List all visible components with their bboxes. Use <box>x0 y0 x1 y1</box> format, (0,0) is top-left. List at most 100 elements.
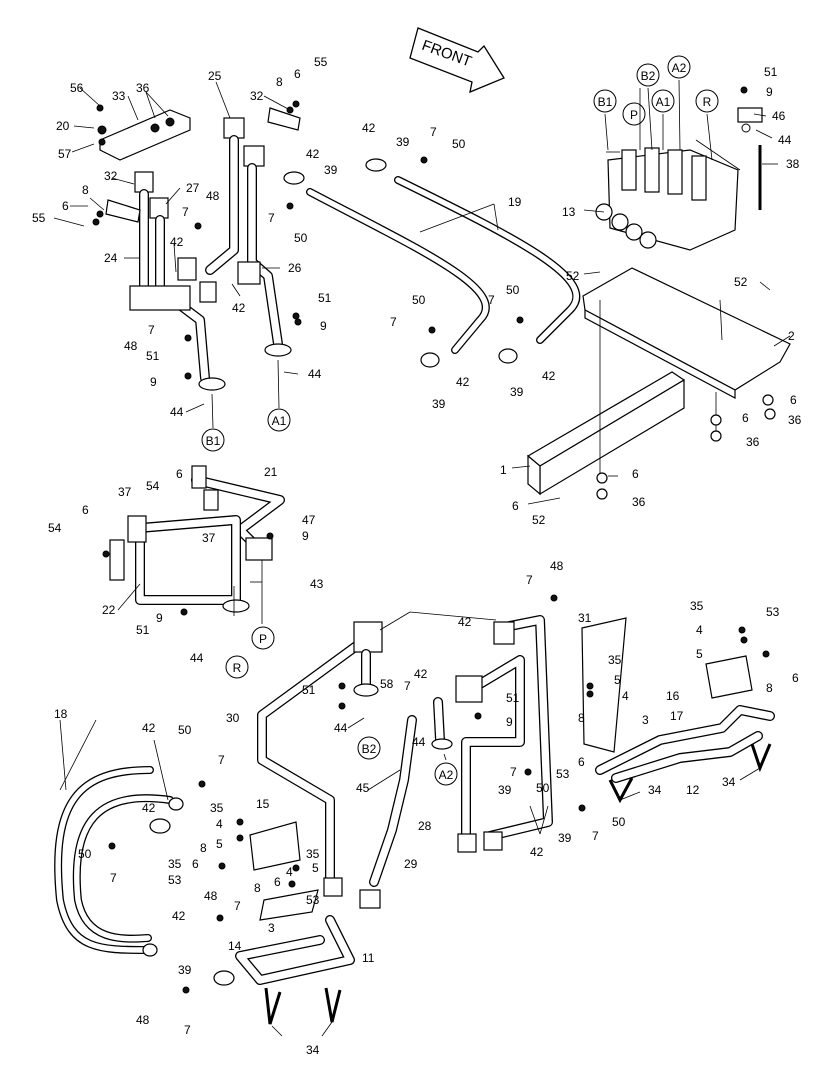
svg-text:57: 57 <box>58 147 72 161</box>
svg-text:36: 36 <box>136 81 150 95</box>
svg-text:42: 42 <box>362 121 376 135</box>
svg-text:35: 35 <box>210 801 224 815</box>
svg-text:39: 39 <box>178 963 192 977</box>
svg-text:29: 29 <box>404 857 418 871</box>
control-valve-13 <box>595 147 739 251</box>
front-arrow: FRONT <box>409 27 505 94</box>
svg-text:51: 51 <box>302 683 316 697</box>
svg-text:51: 51 <box>318 291 332 305</box>
svg-text:52: 52 <box>566 269 580 283</box>
svg-text:35: 35 <box>168 857 182 871</box>
svg-text:37: 37 <box>202 531 216 545</box>
svg-text:4: 4 <box>286 865 293 879</box>
svg-text:42: 42 <box>232 301 246 315</box>
svg-text:9: 9 <box>156 611 163 625</box>
svg-text:42: 42 <box>530 845 544 859</box>
svg-text:39: 39 <box>432 397 446 411</box>
svg-text:18: 18 <box>54 707 68 721</box>
svg-text:50: 50 <box>412 293 426 307</box>
svg-text:32: 32 <box>104 169 118 183</box>
svg-text:30: 30 <box>226 711 240 725</box>
svg-text:6: 6 <box>274 875 281 889</box>
svg-text:7: 7 <box>184 1023 191 1037</box>
svg-text:6: 6 <box>790 393 797 407</box>
svg-text:A2: A2 <box>672 61 687 75</box>
svg-text:39: 39 <box>324 163 338 177</box>
svg-text:7: 7 <box>234 899 241 913</box>
svg-text:6: 6 <box>82 503 89 517</box>
svg-text:36: 36 <box>632 495 646 509</box>
svg-text:B1: B1 <box>598 95 613 109</box>
pipes-28-31 <box>257 615 553 909</box>
svg-text:15: 15 <box>256 797 270 811</box>
svg-text:B2: B2 <box>362 742 377 756</box>
svg-text:53: 53 <box>168 873 182 887</box>
svg-text:52: 52 <box>532 513 546 527</box>
svg-text:35: 35 <box>306 847 320 861</box>
svg-text:P: P <box>630 108 638 122</box>
svg-text:6: 6 <box>742 411 749 425</box>
svg-text:7: 7 <box>430 125 437 139</box>
svg-text:6: 6 <box>294 67 301 81</box>
svg-text:44: 44 <box>170 405 184 419</box>
svg-text:4: 4 <box>216 817 223 831</box>
svg-text:42: 42 <box>142 721 156 735</box>
svg-text:50: 50 <box>452 137 466 151</box>
svg-text:48: 48 <box>124 339 138 353</box>
svg-text:50: 50 <box>536 781 550 795</box>
svg-text:35: 35 <box>690 599 704 613</box>
svg-text:7: 7 <box>390 315 397 329</box>
svg-text:25: 25 <box>208 69 222 83</box>
port-callouts: B1 A1 P R B2 A2 B1 P B2 A1 A2 R <box>201 55 719 786</box>
svg-text:8: 8 <box>200 841 207 855</box>
svg-text:7: 7 <box>218 753 225 767</box>
svg-text:5: 5 <box>696 647 703 661</box>
svg-text:B1: B1 <box>206 434 221 448</box>
svg-text:13: 13 <box>562 205 576 219</box>
svg-text:8: 8 <box>766 681 773 695</box>
svg-text:53: 53 <box>766 605 780 619</box>
svg-text:7: 7 <box>488 293 495 307</box>
svg-text:51: 51 <box>764 65 778 79</box>
svg-text:48: 48 <box>136 1013 150 1027</box>
svg-text:7: 7 <box>592 829 599 843</box>
svg-text:39: 39 <box>498 783 512 797</box>
svg-text:6: 6 <box>792 671 799 685</box>
svg-text:9: 9 <box>150 375 157 389</box>
svg-text:7: 7 <box>110 871 117 885</box>
svg-text:32: 32 <box>250 89 264 103</box>
svg-text:42: 42 <box>142 801 156 815</box>
svg-text:42: 42 <box>172 909 186 923</box>
svg-text:7: 7 <box>526 573 533 587</box>
svg-text:14: 14 <box>228 939 242 953</box>
svg-text:48: 48 <box>550 559 564 573</box>
svg-text:6: 6 <box>578 755 585 769</box>
svg-text:44: 44 <box>334 721 348 735</box>
svg-text:42: 42 <box>170 235 184 249</box>
svg-text:36: 36 <box>746 435 760 449</box>
svg-text:2: 2 <box>788 329 795 343</box>
svg-text:5: 5 <box>216 837 223 851</box>
frame-rail-1 <box>526 371 686 496</box>
svg-text:34: 34 <box>306 1043 320 1057</box>
svg-text:55: 55 <box>32 211 46 225</box>
svg-text:9: 9 <box>766 85 773 99</box>
svg-text:51: 51 <box>506 691 520 705</box>
pipe-21-22 <box>109 465 285 613</box>
svg-text:21: 21 <box>264 465 278 479</box>
svg-text:44: 44 <box>190 651 204 665</box>
svg-text:55: 55 <box>314 55 328 69</box>
svg-text:9: 9 <box>302 529 309 543</box>
svg-text:45: 45 <box>356 781 370 795</box>
svg-text:P: P <box>259 632 267 646</box>
svg-text:A1: A1 <box>656 95 671 109</box>
svg-text:39: 39 <box>396 135 410 149</box>
svg-text:34: 34 <box>722 775 736 789</box>
svg-text:6: 6 <box>512 499 519 513</box>
svg-text:8: 8 <box>276 75 283 89</box>
svg-text:24: 24 <box>104 251 118 265</box>
svg-text:54: 54 <box>48 521 62 535</box>
svg-text:38: 38 <box>786 157 800 171</box>
svg-text:6: 6 <box>62 199 69 213</box>
